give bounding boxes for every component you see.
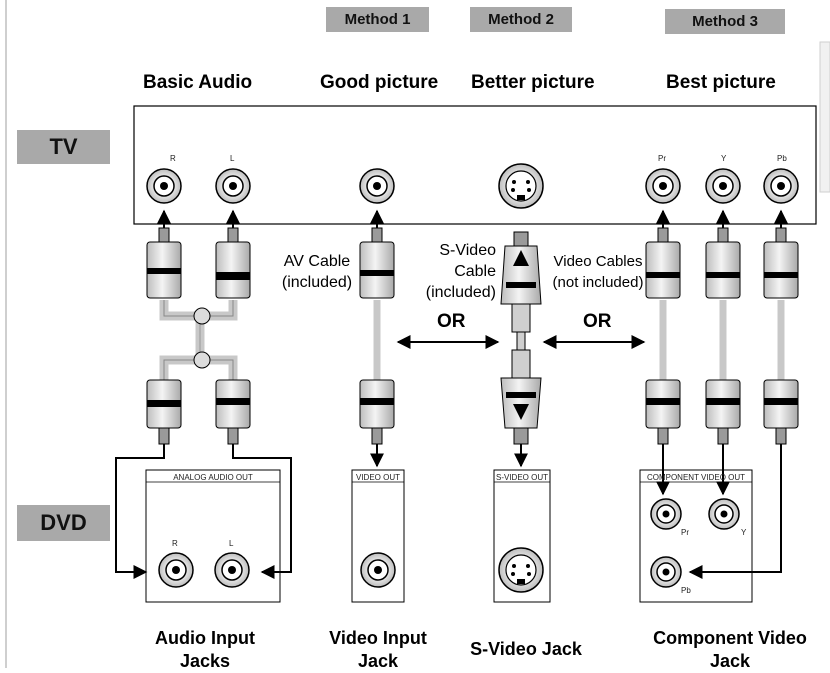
tv-jack-label-pb: Pb bbox=[777, 154, 787, 163]
tv-jack-video bbox=[359, 168, 395, 204]
tv-jack-audio-r bbox=[146, 168, 182, 204]
tv-jack-svideo bbox=[498, 163, 544, 209]
dvd-video-out-panel bbox=[351, 469, 405, 603]
component-line-1: Component Video bbox=[653, 628, 807, 648]
av-cable-label: AV Cable (included) bbox=[272, 251, 362, 293]
svideo-jack-label: S-Video Jack bbox=[470, 639, 582, 659]
heading-best-picture: Best picture bbox=[666, 72, 776, 93]
method-2-label: Method 2 bbox=[470, 7, 572, 32]
video-cable-cords bbox=[373, 300, 785, 382]
video-input-jack-label: Video Input Jack bbox=[312, 627, 444, 673]
tv-label: TV bbox=[17, 130, 110, 164]
tv-panel bbox=[133, 105, 817, 225]
dvd-jack-video bbox=[360, 552, 396, 588]
dvd-comp-label-y: Y bbox=[741, 528, 747, 537]
component-video-jack-label: Component Video Jack bbox=[640, 627, 820, 673]
analog-audio-out-label: ANALOG AUDIO OUT bbox=[173, 473, 253, 482]
dvd-jack-pb bbox=[650, 556, 682, 588]
svideo-cable bbox=[500, 231, 542, 445]
heading-good-picture: Good picture bbox=[320, 72, 439, 93]
lower-rca-plugs bbox=[146, 379, 799, 445]
video-cables-line-2: (not included) bbox=[552, 274, 644, 291]
tv-jack-label-pr: Pr bbox=[658, 154, 666, 163]
or-label-1: OR bbox=[437, 311, 466, 332]
dvd-connection-lines bbox=[115, 444, 782, 579]
video-input-line-2: Jack bbox=[357, 651, 399, 671]
dvd-jack-audio-l bbox=[214, 552, 250, 588]
component-video-out-label: COMPONENT VIDEO OUT bbox=[646, 473, 746, 482]
tv-jack-pb bbox=[763, 168, 799, 204]
right-edge-mark bbox=[819, 41, 830, 193]
video-cables-line-1: Video Cables bbox=[553, 253, 643, 270]
tv-jack-y bbox=[705, 168, 741, 204]
svideo-cable-line-1: S-Video bbox=[439, 242, 496, 259]
dvd-jack-svideo bbox=[498, 547, 544, 593]
audio-y-cable bbox=[159, 300, 238, 382]
video-cables-label: Video Cables (not included) bbox=[546, 251, 650, 293]
method-1-label: Method 1 bbox=[326, 7, 429, 32]
dvd-label: DVD bbox=[17, 505, 110, 541]
av-cable-line-1: AV Cable bbox=[283, 253, 351, 270]
heading-basic-audio: Basic Audio bbox=[143, 72, 253, 93]
audio-input-line-2: Jacks bbox=[179, 651, 231, 671]
tv-jack-pr bbox=[645, 168, 681, 204]
video-out-label: VIDEO OUT bbox=[355, 473, 400, 482]
svideo-cable-line-3: (included) bbox=[425, 284, 496, 301]
video-input-line-1: Video Input bbox=[329, 628, 427, 648]
dvd-jack-pr bbox=[650, 498, 682, 530]
svideo-cable-line-2: Cable bbox=[454, 263, 496, 280]
method-3-label: Method 3 bbox=[665, 9, 785, 34]
upper-rca-plugs bbox=[146, 227, 799, 299]
dvd-comp-label-pb: Pb bbox=[681, 586, 691, 595]
audio-input-line-1: Audio Input bbox=[155, 628, 255, 648]
av-cable-line-2: (included) bbox=[281, 274, 353, 291]
tv-jack-audio-l bbox=[215, 168, 251, 204]
dvd-jack-y bbox=[708, 498, 740, 530]
dvd-jack-audio-r bbox=[158, 552, 194, 588]
heading-better-picture: Better picture bbox=[471, 72, 595, 93]
tv-jack-label-l: L bbox=[230, 154, 235, 163]
component-line-2: Jack bbox=[709, 651, 751, 671]
tv-jack-label-r: R bbox=[170, 154, 176, 163]
audio-input-jacks-label: Audio Input Jacks bbox=[130, 627, 280, 673]
svideo-cable-label: S-Video Cable (included) bbox=[406, 240, 496, 303]
dvd-audio-label-r: R bbox=[172, 539, 178, 548]
tv-jack-label-y: Y bbox=[721, 154, 727, 163]
svideo-out-label: S-VIDEO OUT bbox=[495, 473, 548, 482]
tv-input-arrows bbox=[157, 209, 788, 228]
dvd-comp-label-pr: Pr bbox=[681, 528, 689, 537]
dvd-audio-label-l: L bbox=[229, 539, 234, 548]
or-label-2: OR bbox=[583, 311, 612, 332]
